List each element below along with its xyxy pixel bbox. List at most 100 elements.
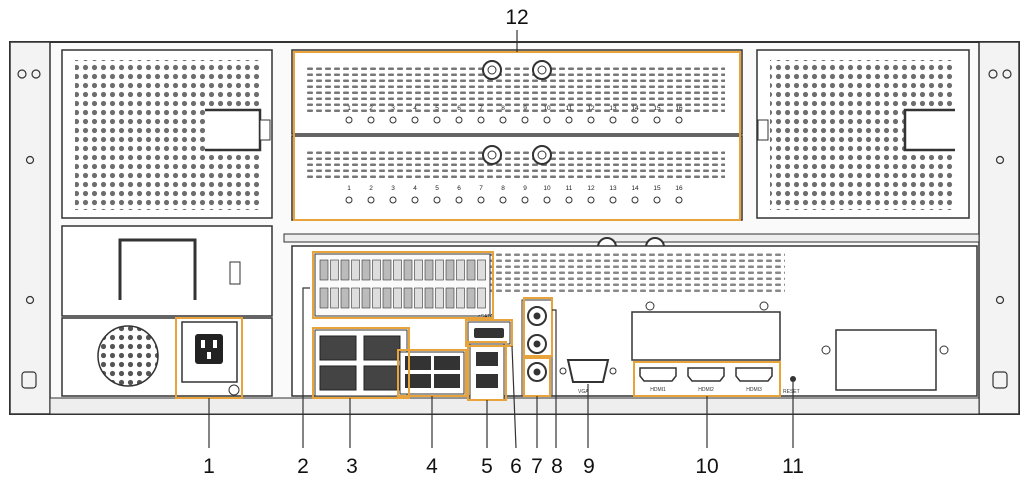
thumbscrew-icon (482, 145, 502, 165)
bay-number: 12 (587, 105, 595, 112)
reset-label: RESET (783, 389, 800, 395)
psu-handle (118, 238, 197, 300)
rj45-port (319, 365, 357, 391)
hdmi-port (687, 367, 725, 382)
bay-number: 1 (347, 185, 351, 192)
terminal-pin (424, 287, 434, 309)
bay-led-icon (543, 116, 551, 124)
bay-number: 7 (479, 105, 483, 112)
terminal-pin (319, 287, 329, 309)
hdmi-label: HDMI2 (698, 387, 714, 393)
rj45-port (363, 335, 401, 361)
network-ports (314, 329, 408, 397)
bay-number: 13 (609, 105, 617, 112)
terminal-pin (435, 287, 444, 309)
terminal-pin (403, 259, 413, 281)
io-vent (490, 250, 785, 292)
bay-number: 9 (523, 185, 527, 192)
hdmi-label: HDMI3 (746, 387, 762, 393)
screw-icon (25, 155, 35, 165)
bay-number: 8 (501, 185, 505, 192)
terminal-pin (477, 287, 486, 309)
terminal-pin (319, 259, 329, 281)
bay-number: 4 (413, 185, 417, 192)
bay-led-icon (521, 196, 529, 204)
bay-number: 11 (566, 105, 573, 112)
ear-slot (21, 371, 37, 389)
callout-1: 1 (203, 455, 215, 478)
callout-6: 6 (510, 455, 522, 478)
callout-10: 10 (695, 455, 718, 478)
screw-icon (988, 69, 998, 79)
bay-led-icon (521, 116, 529, 124)
terminal-pin (361, 287, 371, 309)
bay-led-icon (433, 196, 441, 204)
rj45-port (319, 335, 357, 361)
bay-led-icon (367, 116, 375, 124)
bay-number: 15 (653, 105, 661, 112)
terminal-pin (340, 287, 350, 309)
bay-led-icon (345, 196, 353, 204)
callout-7: 7 (531, 455, 543, 478)
vga-port: VGA (559, 359, 617, 395)
fan-handle (205, 108, 262, 152)
bay-number: 5 (435, 105, 439, 112)
bay-led-icon (411, 196, 419, 204)
bay-led-icon (609, 116, 617, 124)
audio-jacks (521, 299, 553, 397)
highlight-2 (312, 251, 494, 319)
alarm-terminal-block (314, 253, 491, 317)
bay-led-icon (455, 116, 463, 124)
bay-number: 14 (631, 185, 639, 192)
bay-number: 11 (566, 185, 573, 192)
bay-led-icon (433, 116, 441, 124)
sfp-port (434, 356, 460, 370)
terminal-pin (445, 259, 455, 281)
bay-led-icon (499, 196, 507, 204)
ear-slot (992, 371, 1008, 389)
bay-led-icon (367, 196, 375, 204)
bay-number: 4 (413, 105, 417, 112)
bay-led-icon (565, 196, 573, 204)
terminal-pin (382, 287, 392, 309)
terminal-pin (372, 287, 381, 309)
terminal-pin (466, 287, 476, 309)
power-supply-module (61, 225, 273, 397)
sfp-port (434, 374, 460, 388)
bay-led-icon (565, 116, 573, 124)
terminal-pin (456, 259, 465, 281)
bay-led-icon (631, 116, 639, 124)
terminal-pin (403, 287, 413, 309)
hdmi-port (735, 367, 773, 382)
reset-button: RESET (783, 376, 800, 395)
bay-led-icon (455, 196, 463, 204)
screw-icon (1002, 69, 1012, 79)
bay-number: 3 (391, 105, 395, 112)
usb-port (476, 352, 498, 366)
terminal-pin (351, 259, 360, 281)
terminal-pin (351, 287, 360, 309)
callout-9: 9 (583, 455, 595, 478)
bay-number: 10 (543, 105, 551, 112)
bay-led-icon (477, 116, 485, 124)
terminal-pin (382, 259, 392, 281)
highlight-3 (312, 327, 410, 399)
terminal-pin (414, 259, 423, 281)
bay-number: 2 (369, 105, 373, 112)
sfp-port (405, 356, 431, 370)
bay-led-icon (587, 116, 595, 124)
callout-8: 8 (551, 455, 563, 478)
bay-led-icon (587, 196, 595, 204)
callout-3: 3 (346, 455, 358, 478)
thumbscrew-icon (532, 60, 552, 80)
bay-led-icon (499, 116, 507, 124)
terminal-pin (456, 287, 465, 309)
right-fan-module (756, 49, 970, 219)
callout-12: 12 (505, 6, 528, 29)
bay-number: 16 (675, 105, 683, 112)
